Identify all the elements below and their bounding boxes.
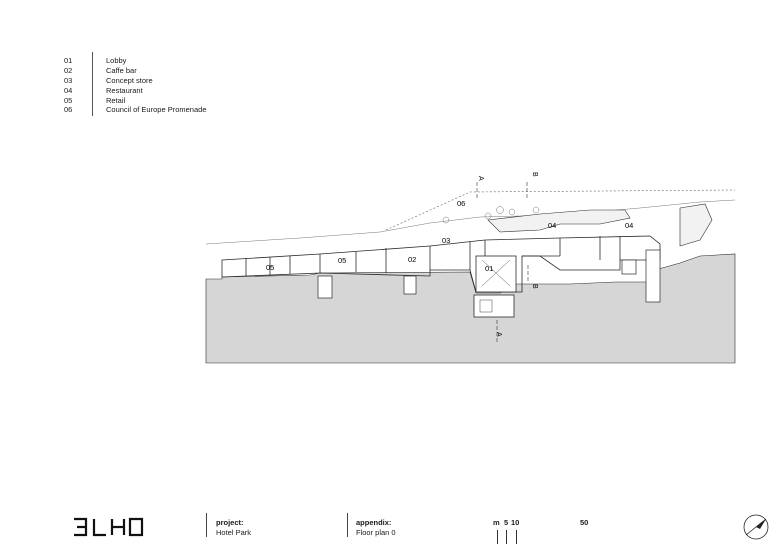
legend-label: Caffe bar xyxy=(106,65,137,75)
terrace-outline xyxy=(487,209,631,233)
scale-tick xyxy=(516,530,517,544)
north-arrow-icon xyxy=(743,514,769,540)
footer-divider xyxy=(347,513,348,537)
lobby-core xyxy=(475,255,517,293)
section-tag-b-top: B xyxy=(531,172,538,177)
section-tag-a-bottom: A xyxy=(495,332,502,337)
legend-label: Restaurant xyxy=(106,85,143,95)
room-label-05-a: 05 xyxy=(266,263,274,272)
legend-divider xyxy=(92,52,93,116)
lobby-x-void xyxy=(481,259,511,287)
promenade-edge xyxy=(385,189,736,231)
appendix-label: appendix: xyxy=(356,518,392,527)
scale-tick xyxy=(497,530,498,544)
service-block-b xyxy=(403,275,417,295)
ramp xyxy=(645,249,661,303)
legend-number: 04 xyxy=(64,85,73,95)
room-label-03: 03 xyxy=(442,236,450,245)
legend-number: 02 xyxy=(64,65,73,75)
legend-label: Retail xyxy=(106,95,126,105)
logo-3lhd xyxy=(74,517,144,537)
appendix-value: Floor plan 0 xyxy=(356,528,396,537)
legend-number: 06 xyxy=(64,105,73,115)
legend-number: 01 xyxy=(64,56,73,65)
section-tag-a-top: A xyxy=(477,176,484,181)
project-value: Hotel Park xyxy=(216,528,252,537)
trees xyxy=(442,206,540,224)
legend-label: Lobby xyxy=(106,56,127,65)
footer-divider xyxy=(206,513,207,537)
ground-mass xyxy=(205,253,736,364)
legend-label: Concept store xyxy=(106,75,153,85)
terrace-outline-east xyxy=(679,203,713,247)
section-line-a xyxy=(476,182,498,342)
room-label-06: 06 xyxy=(457,199,465,208)
service-block-c xyxy=(621,259,637,275)
stair-core-inner xyxy=(479,299,493,313)
service-block-a xyxy=(317,275,333,299)
legend-number: 03 xyxy=(64,75,73,85)
section-tag-b-bottom: B xyxy=(531,284,538,289)
scale-50: 50 xyxy=(580,518,589,527)
terrain-contour xyxy=(205,199,736,245)
legend-number: 05 xyxy=(64,95,73,105)
scale-tick xyxy=(506,530,507,544)
floor-plan: 01 02 03 04 04 05 05 06 A A B B xyxy=(205,172,736,364)
room-label-05-b: 05 xyxy=(338,256,346,265)
scale-10: 10 xyxy=(511,518,520,527)
room-label-02: 02 xyxy=(408,255,416,264)
legend-label: Council of Europe Promenade xyxy=(106,105,207,115)
room-label-01: 01 xyxy=(485,264,493,273)
scale-unit: m xyxy=(493,518,500,527)
stair-core xyxy=(473,294,515,318)
room-label-04-a: 04 xyxy=(548,221,556,230)
section-line-b xyxy=(526,182,529,282)
room-label-04-b: 04 xyxy=(625,221,633,230)
project-label: project: xyxy=(216,518,244,527)
scale-5: 5 xyxy=(504,518,509,527)
